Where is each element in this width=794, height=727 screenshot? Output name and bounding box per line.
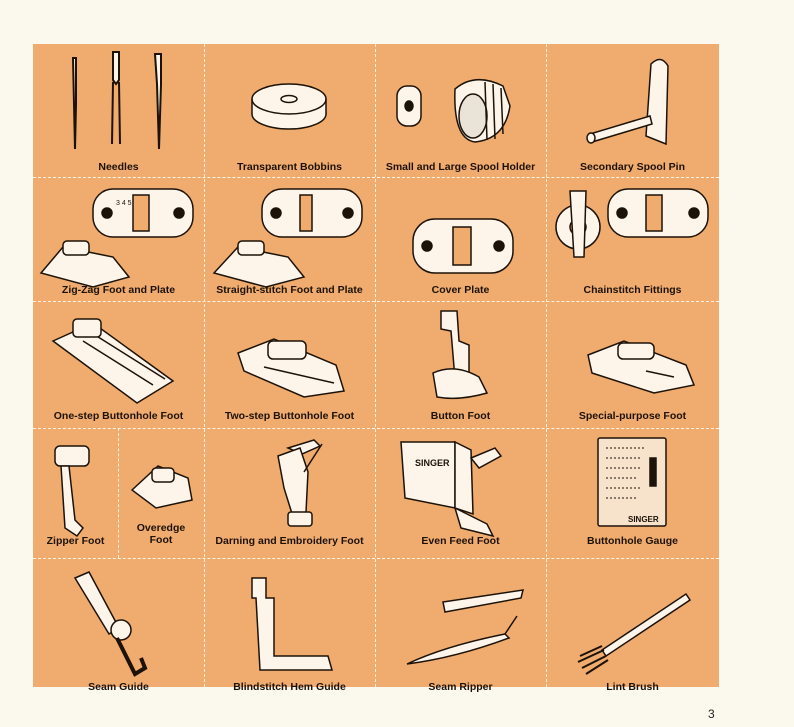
cell-lint-brush: Lint Brush	[546, 558, 719, 693]
grid-divider	[546, 44, 547, 687]
two-step-buttonhole-foot-illustration	[237, 338, 345, 398]
one-step-buttonhole-foot-illustration	[51, 318, 175, 404]
grid-divider	[33, 558, 719, 559]
cell-overedge-foot: Overedge Foot	[118, 428, 204, 558]
grid-divider	[204, 44, 205, 687]
label-two-step-buttonhole: Two-step Buttonhole Foot	[224, 410, 355, 422]
lint-brush-illustration	[577, 592, 692, 675]
special-purpose-foot-illustration	[587, 340, 696, 394]
buttonhole-gauge-illustration: SINGER	[597, 437, 667, 527]
darning-foot-illustration	[277, 439, 323, 527]
cover-plate-illustration	[412, 218, 514, 274]
label-lint-brush: Lint Brush	[606, 681, 659, 693]
cell-straight-stitch-foot: Straight-stitch Foot and Plate	[204, 177, 375, 301]
grid-divider	[118, 428, 119, 558]
label-button-foot: Button Foot	[430, 410, 491, 422]
grid-divider	[33, 301, 719, 302]
plate-number-label: 3 4 5	[116, 200, 132, 207]
spool-pin-illustration	[586, 58, 669, 146]
grid-divider	[375, 44, 376, 687]
cell-buttonhole-gauge: SINGER Buttonhole Gauge	[546, 428, 719, 558]
cell-zipper-foot: Zipper Foot	[33, 428, 118, 558]
seam-guide-illustration	[73, 571, 148, 677]
grid-divider	[33, 177, 719, 178]
spool-holder-illustration	[396, 79, 511, 143]
label-blindstitch-hem-guide: Blindstitch Hem Guide	[233, 681, 346, 693]
label-special-purpose-foot: Special-purpose Foot	[578, 410, 687, 422]
cell-two-step-buttonhole: Two-step Buttonhole Foot	[204, 301, 375, 428]
singer-logo-foot: SINGER	[415, 458, 450, 468]
cell-transparent-bobbins: Transparent Bobbins	[204, 44, 375, 177]
label-zigzag-foot: Zig-Zag Foot and Plate	[61, 284, 176, 296]
cell-darning-foot: Darning and Embroidery Foot	[204, 428, 375, 558]
label-even-feed-foot: Even Feed Foot	[421, 535, 500, 547]
label-secondary-spool-pin: Secondary Spool Pin	[579, 161, 686, 173]
cell-blindstitch-hem-guide: Blindstitch Hem Guide	[204, 558, 375, 693]
cell-chainstitch-fittings: Chainstitch Fittings	[546, 177, 719, 301]
singer-logo-gauge: SINGER	[628, 515, 659, 524]
grid-divider	[33, 428, 719, 429]
label-cover-plate: Cover Plate	[431, 284, 490, 296]
accessories-panel: Needles Transparent Bobbins Small and La	[33, 44, 719, 693]
label-zipper-foot: Zipper Foot	[46, 535, 105, 547]
label-transparent-bobbins: Transparent Bobbins	[236, 161, 342, 173]
cell-zigzag-foot: 3 4 5 Zig-Zag Foot and Plate	[33, 177, 204, 301]
label-chainstitch-fittings: Chainstitch Fittings	[583, 284, 682, 296]
button-foot-illustration	[432, 310, 489, 400]
zigzag-foot-plate-illustration: 3 4 5	[39, 188, 194, 288]
cell-cover-plate: Cover Plate	[375, 177, 546, 301]
cell-seam-guide: Seam Guide	[33, 558, 204, 693]
cell-button-foot: Button Foot	[375, 301, 546, 428]
chainstitch-fittings-illustration	[555, 188, 709, 258]
even-feed-foot-illustration: SINGER	[400, 440, 503, 538]
label-darning-foot: Darning and Embroidery Foot	[215, 535, 364, 547]
cell-spool-holder: Small and Large Spool Holder	[375, 44, 546, 177]
bobbin-illustration	[251, 83, 327, 130]
label-one-step-buttonhole: One-step Buttonhole Foot	[53, 410, 184, 422]
page-number: 3	[708, 707, 715, 721]
zipper-foot-illustration	[54, 445, 90, 538]
straight-stitch-foot-plate-illustration	[212, 188, 363, 288]
blindstitch-hem-guide-illustration	[251, 577, 333, 671]
cell-seam-ripper: Seam Ripper	[375, 558, 546, 693]
cell-even-feed-foot: SINGER Even Feed Foot	[375, 428, 546, 558]
label-overedge-foot: Overedge Foot	[136, 522, 186, 546]
label-spool-holder: Small and Large Spool Holder	[385, 161, 536, 173]
label-needles: Needles	[98, 161, 139, 173]
label-seam-guide: Seam Guide	[88, 681, 149, 693]
label-straight-stitch-foot: Straight-stitch Foot and Plate	[216, 284, 363, 296]
label-buttonhole-gauge: Buttonhole Gauge	[587, 535, 678, 547]
cell-needles: Needles	[33, 44, 204, 177]
needles-illustration	[71, 51, 162, 150]
overedge-foot-illustration	[130, 465, 193, 509]
cell-special-purpose-foot: Special-purpose Foot	[546, 301, 719, 428]
cell-one-step-buttonhole: One-step Buttonhole Foot	[33, 301, 204, 428]
seam-ripper-illustration	[406, 589, 525, 665]
label-seam-ripper: Seam Ripper	[428, 681, 493, 693]
cell-secondary-spool-pin: Secondary Spool Pin	[546, 44, 719, 177]
